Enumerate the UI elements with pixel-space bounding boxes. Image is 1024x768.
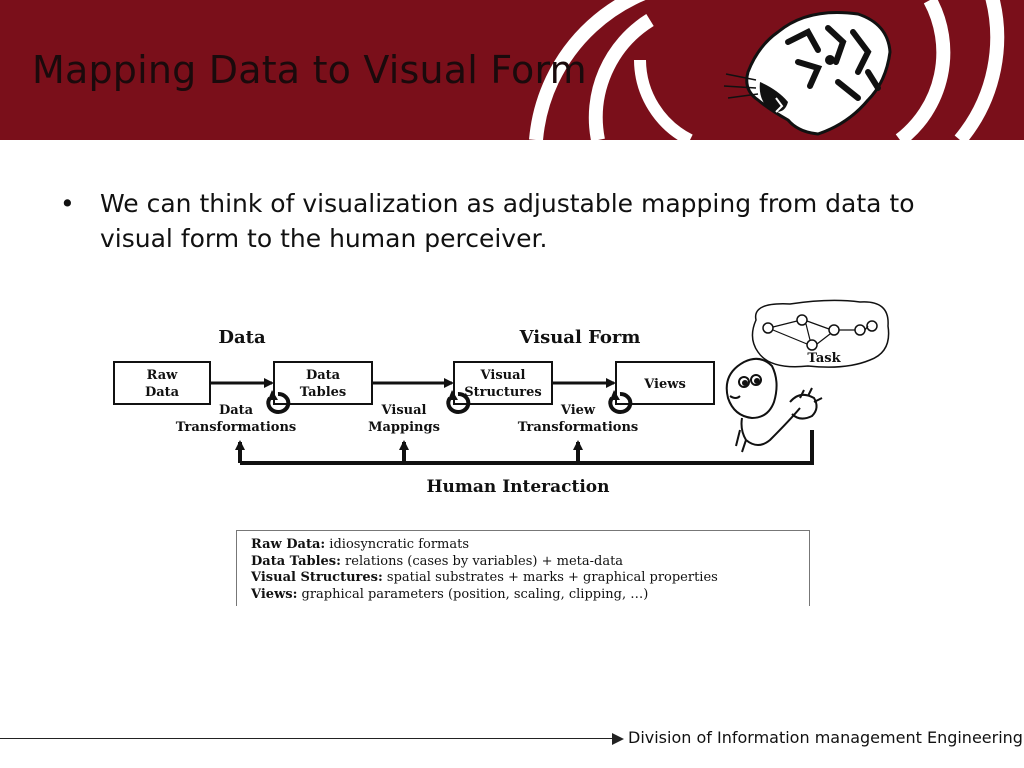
legend-box: Raw Data: idiosyncratic formats Data Tab…: [236, 530, 810, 606]
loop-visual-structures-icon: [446, 391, 471, 414]
raw-data-box: [113, 361, 211, 405]
loop-views-icon: [608, 391, 633, 414]
human-perceiver-icon: [725, 357, 823, 453]
human-interaction-line: [240, 430, 814, 465]
heading-visual-form: Visual Form: [519, 327, 641, 348]
heading-data: Data: [218, 327, 266, 348]
raw-data-label-2: Data: [145, 385, 180, 400]
visual-mappings-label-2: Mappings: [368, 420, 440, 435]
legend-line-raw-data: Raw Data: idiosyncratic formats: [251, 537, 470, 552]
loop-data-tables-icon: [266, 391, 291, 414]
bullet-text: We can think of visualization as adjusta…: [100, 189, 915, 253]
legend-line-data-tables: Data Tables: relations (cases by variabl…: [251, 553, 624, 569]
data-transformations-label-1: Data: [219, 403, 254, 418]
footer-arrow-icon: [612, 733, 624, 745]
bullet-marker: •: [60, 189, 75, 218]
visual-mappings-label-1: Visual: [381, 403, 427, 418]
legend-line-visual-structures: Visual Structures: spatial substrates + …: [251, 570, 718, 585]
loop-visual-structures-arrow-icon: [448, 390, 458, 400]
views-box: [615, 361, 715, 405]
header-arcs-decoration: [529, 0, 1005, 140]
visualization-pipeline-diagram: Data Visual Form Raw Data Data Tables Vi…: [113, 299, 890, 497]
view-transformations-label-1: View: [560, 403, 596, 418]
footer-rule: [0, 738, 614, 739]
human-interaction-label: Human Interaction: [426, 477, 609, 497]
task-label: Task: [807, 351, 841, 366]
loop-views-arrow-icon: [610, 390, 620, 400]
tiger-head-icon: [723, 10, 892, 136]
visual-structures-label-2: Structures: [464, 385, 542, 400]
visual-structures-label-1: Visual: [480, 368, 526, 383]
data-transformations-label-2: Transformations: [176, 420, 296, 435]
page-title: Mapping Data to Visual Form: [32, 48, 587, 92]
data-tables-label-1: Data: [306, 368, 341, 383]
task-graph-cloud-icon: [751, 299, 890, 368]
data-tables-label-2: Tables: [300, 385, 346, 400]
footer-text: Division of Information management Engin…: [628, 728, 1023, 747]
views-label: Views: [643, 377, 686, 392]
raw-data-label-1: Raw: [147, 368, 179, 383]
header-banner: Mapping Data to Visual Form: [0, 0, 1024, 140]
loop-data-tables-arrow-icon: [268, 390, 278, 400]
view-transformations-label-2: Transformations: [518, 420, 638, 435]
legend-line-views: Views: graphical parameters (position, s…: [251, 586, 649, 602]
